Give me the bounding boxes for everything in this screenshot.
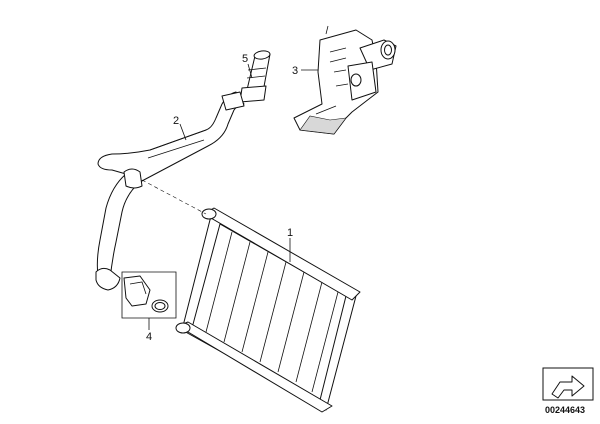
valve-bracket-part[interactable] bbox=[293, 25, 397, 135]
leader-lines bbox=[148, 63, 318, 330]
callout-3: 3 bbox=[292, 65, 298, 77]
callout-5: 5 bbox=[242, 53, 248, 65]
callout-2: 2 bbox=[173, 115, 179, 127]
clamp-seal-part[interactable] bbox=[121, 271, 177, 319]
direction-arrow-icon bbox=[542, 367, 594, 401]
callout-1: 1 bbox=[287, 227, 293, 239]
part-number: 00244643 bbox=[545, 405, 585, 415]
assembly-guide-line bbox=[141, 179, 207, 215]
connector-part[interactable] bbox=[239, 50, 271, 103]
heater-core-part[interactable] bbox=[175, 207, 361, 413]
callout-4: 4 bbox=[146, 331, 152, 343]
hose-pipe-part[interactable] bbox=[95, 91, 245, 291]
